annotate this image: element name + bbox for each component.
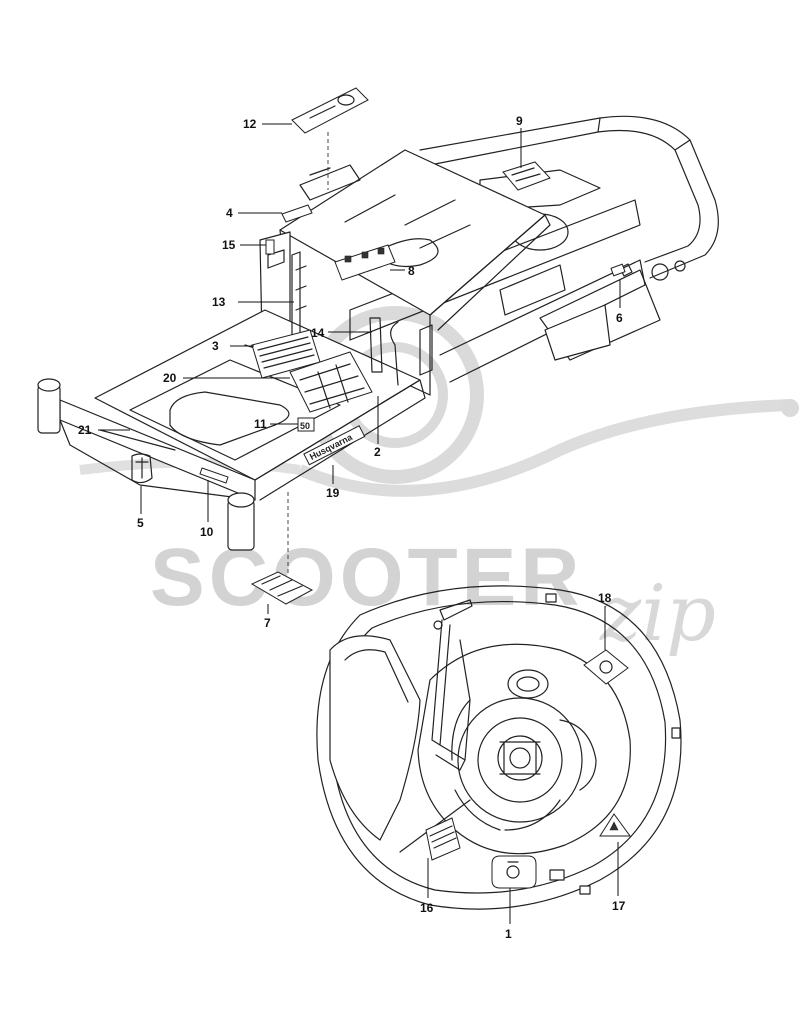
watermark-script-text: zip bbox=[599, 569, 716, 659]
upper-leaders bbox=[98, 123, 621, 614]
callout-10: 10 bbox=[200, 525, 214, 539]
callout-1: 1 bbox=[505, 927, 512, 941]
callout-16: 16 bbox=[420, 901, 434, 915]
decal-18 bbox=[583, 649, 629, 685]
decal-12 bbox=[291, 87, 369, 134]
callout-18: 18 bbox=[598, 591, 612, 605]
callout-20: 20 bbox=[163, 371, 177, 385]
watermark-brand-text: SCOOTER bbox=[150, 532, 583, 623]
decal-15 bbox=[265, 239, 275, 255]
callout-17: 17 bbox=[612, 899, 626, 913]
deck-decals bbox=[425, 649, 631, 889]
callout-numbers: 1 2 3 4 5 6 7 8 9 10 11 12 13 14 15 16 1… bbox=[78, 114, 626, 941]
frame-assembly bbox=[37, 115, 719, 551]
callout-13: 13 bbox=[212, 295, 226, 309]
callout-5: 5 bbox=[137, 516, 144, 530]
lower-leaders bbox=[427, 606, 619, 924]
decal-20 bbox=[289, 351, 373, 413]
decal-9 bbox=[502, 161, 551, 191]
callout-8: 8 bbox=[408, 264, 415, 278]
decal-6 bbox=[610, 263, 626, 277]
callout-7: 7 bbox=[264, 616, 271, 630]
decal-16 bbox=[425, 817, 461, 861]
decal-7 bbox=[250, 571, 314, 605]
decal-11-text: 50 bbox=[300, 421, 310, 431]
callout-11: 11 bbox=[254, 417, 267, 431]
callout-15: 15 bbox=[222, 238, 236, 252]
decal-4 bbox=[281, 204, 313, 223]
callout-4: 4 bbox=[226, 206, 233, 220]
callout-9: 9 bbox=[516, 114, 523, 128]
decal-10 bbox=[199, 467, 229, 484]
callout-14: 14 bbox=[311, 326, 325, 340]
callout-19: 19 bbox=[326, 486, 340, 500]
mower-deck bbox=[316, 585, 682, 910]
frame-decals: 50 Husqvarna bbox=[99, 87, 626, 605]
callout-2: 2 bbox=[374, 445, 381, 459]
decal-1 bbox=[491, 855, 537, 889]
callout-12: 12 bbox=[243, 117, 257, 131]
callout-6: 6 bbox=[616, 311, 623, 325]
decal-5-crown-logo bbox=[131, 453, 153, 484]
callout-3: 3 bbox=[212, 339, 219, 353]
callout-21: 21 bbox=[78, 423, 92, 437]
